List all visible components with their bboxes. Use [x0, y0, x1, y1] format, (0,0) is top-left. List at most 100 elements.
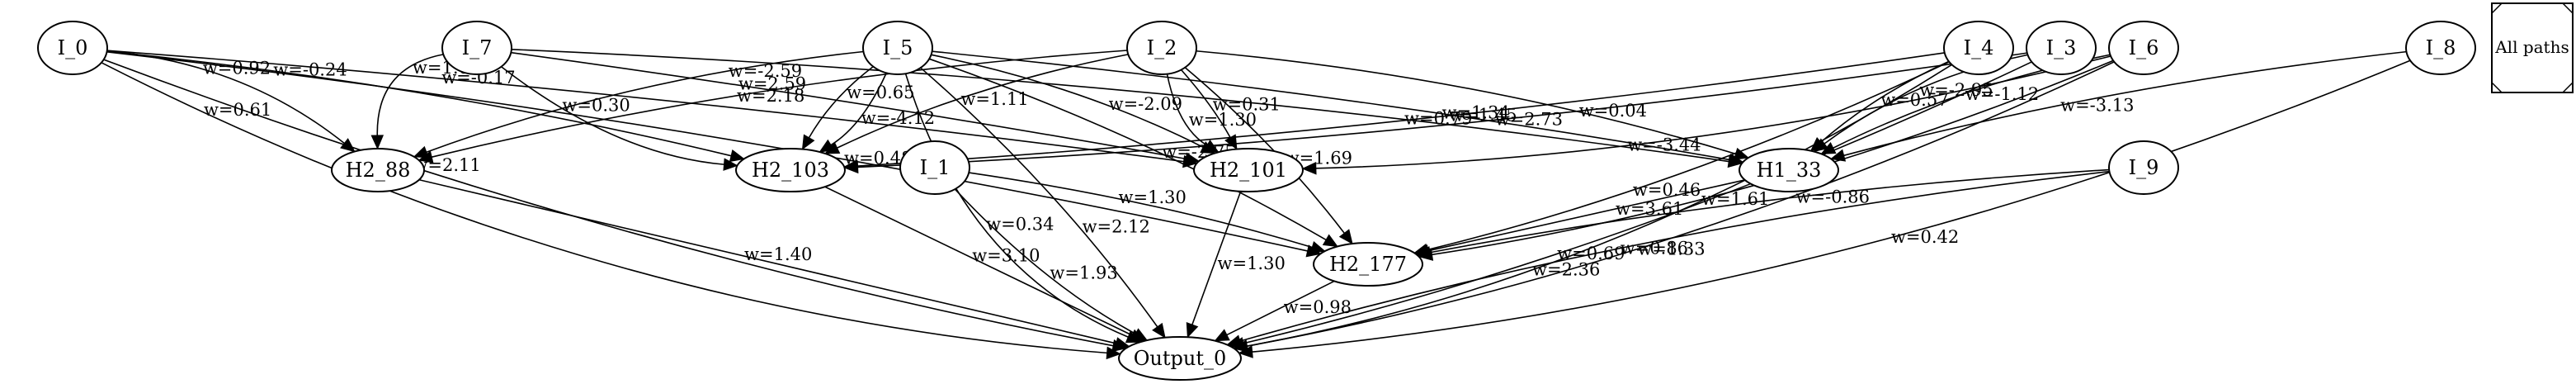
- edge-line: [106, 50, 732, 157]
- edge-I_7-to-H2_88: [370, 54, 444, 150]
- node-label: I_1: [920, 156, 951, 179]
- node-label: I_2: [1147, 36, 1177, 59]
- edge-line: [101, 62, 1107, 354]
- node-shape: [1313, 242, 1423, 287]
- legend-box: [2491, 2, 2574, 93]
- node-i-2: I_2: [1126, 21, 1197, 75]
- legend-corner-bl: [2491, 82, 2503, 93]
- edge-line: [1180, 69, 1231, 139]
- edge-I_0-to-H2_103: [106, 50, 745, 163]
- edge-I_8-to-Output_0: [1238, 59, 2411, 358]
- arrowhead: [729, 149, 745, 163]
- node-shape: [2026, 21, 2097, 75]
- node-shape: [735, 148, 846, 192]
- node-label: H2_101: [1210, 159, 1287, 182]
- arrowhead: [1226, 334, 1243, 348]
- edge-weight-label: w=0.61: [204, 100, 271, 120]
- arrowhead: [801, 134, 815, 150]
- edge-line: [511, 51, 1187, 160]
- edge-I_5-to-H2_177: [928, 58, 1339, 248]
- arrowhead: [1813, 138, 1829, 153]
- arrowhead: [1322, 234, 1339, 248]
- node-label: I_0: [58, 36, 88, 59]
- node-i-0: I_0: [37, 21, 108, 75]
- node-shape: [2405, 21, 2476, 75]
- node-label: H2_177: [1329, 253, 1407, 276]
- node-label: I_7: [462, 36, 493, 59]
- node-shape: [1126, 21, 1197, 75]
- node-i-4: I_4: [1943, 21, 2014, 75]
- edge-weight-label: w=3.61: [1616, 199, 1683, 219]
- edge-weight-label: w=-2.95: [1919, 80, 1993, 100]
- edge-line: [857, 52, 1945, 167]
- edge-I_7-to-H2_101: [511, 51, 1201, 165]
- arrowhead: [1338, 229, 1353, 245]
- edge-H2_103-to-Output_0: [824, 186, 1145, 342]
- legend-label: All paths: [2494, 37, 2569, 57]
- node-label: I_4: [1964, 36, 1994, 59]
- edge-line: [904, 73, 1129, 338]
- edge-line: [418, 178, 1117, 344]
- edge-line: [928, 58, 1327, 241]
- edge-weight-label: w=-4.12: [861, 108, 935, 128]
- edge-weight-label: w=-0.24: [273, 59, 347, 79]
- arrowhead: [1214, 329, 1230, 342]
- edge-weight-label: w=1.30: [1189, 110, 1257, 130]
- edge-I_2-to-H2_177: [1184, 67, 1353, 245]
- node-i-7: I_7: [441, 21, 512, 75]
- edge-H2_88-to-Output_0: [418, 178, 1130, 350]
- node-h2-177: H2_177: [1313, 242, 1423, 287]
- edge-weight-label: w=0.79: [1404, 108, 1472, 128]
- arrowhead: [413, 145, 429, 159]
- node-label: I_8: [2426, 36, 2456, 59]
- edge-weight-label: w=1.33: [1637, 239, 1705, 258]
- node-label: H2_88: [346, 159, 411, 182]
- edge-weight-label: w=0.30: [562, 95, 630, 115]
- edge-weight-label: w=1.40: [744, 244, 812, 264]
- arrowhead: [1820, 142, 1837, 154]
- edge-weight-label: w=0.86: [1621, 239, 1688, 258]
- node-h1-33: H1_33: [1739, 148, 1839, 192]
- node-h2-103: H2_103: [735, 148, 846, 192]
- edge-I_5-to-H2_103: [801, 65, 874, 150]
- edge-weight-label: w=0.92: [203, 58, 271, 78]
- arrowhead: [418, 150, 434, 164]
- node-i-6: I_6: [2108, 21, 2179, 75]
- edge-weight-label: w=1.61: [1701, 189, 1769, 209]
- arrowhead: [1114, 337, 1130, 350]
- edge-weight-label: w=-2.09: [1109, 94, 1182, 114]
- edge-line: [830, 72, 888, 146]
- edge-line: [103, 59, 1114, 347]
- edge-line: [1843, 50, 2407, 157]
- edge-layer: [101, 48, 2411, 360]
- arrowhead: [1152, 322, 1166, 339]
- edge-weight-label: w=0.34: [986, 215, 1054, 235]
- edge-weight-label: w=1.30: [1119, 187, 1187, 207]
- edge-line: [1226, 280, 1335, 336]
- node-shape: [899, 140, 970, 195]
- edge-weight-label: w=-1.12: [1965, 84, 2039, 104]
- edge-weight-label: w=0.42: [1891, 227, 1959, 247]
- edge-I_7-to-H2_103: [501, 66, 738, 171]
- edge-weight-label: w=1.93: [1050, 263, 1117, 282]
- node-label: H1_33: [1757, 159, 1822, 182]
- edge-line: [1191, 191, 1242, 325]
- edge-line: [426, 50, 864, 154]
- node-shape: [1118, 336, 1242, 381]
- edge-line: [969, 172, 1313, 249]
- node-shape: [331, 148, 425, 192]
- edge-line: [1239, 170, 2110, 342]
- node-i-1: I_1: [899, 140, 970, 195]
- arrowhead: [370, 135, 385, 150]
- node-output-0: Output_0: [1118, 336, 1242, 381]
- edge-line: [1247, 61, 2115, 347]
- node-shape: [2108, 140, 2179, 195]
- arrowhead: [1238, 345, 1253, 358]
- edge-line: [1427, 61, 1950, 251]
- edge-I_2-to-H2_103: [823, 54, 1129, 154]
- legend-corner-tr: [2562, 2, 2574, 14]
- edge-line: [432, 50, 1128, 158]
- node-label: I_9: [2129, 156, 2159, 179]
